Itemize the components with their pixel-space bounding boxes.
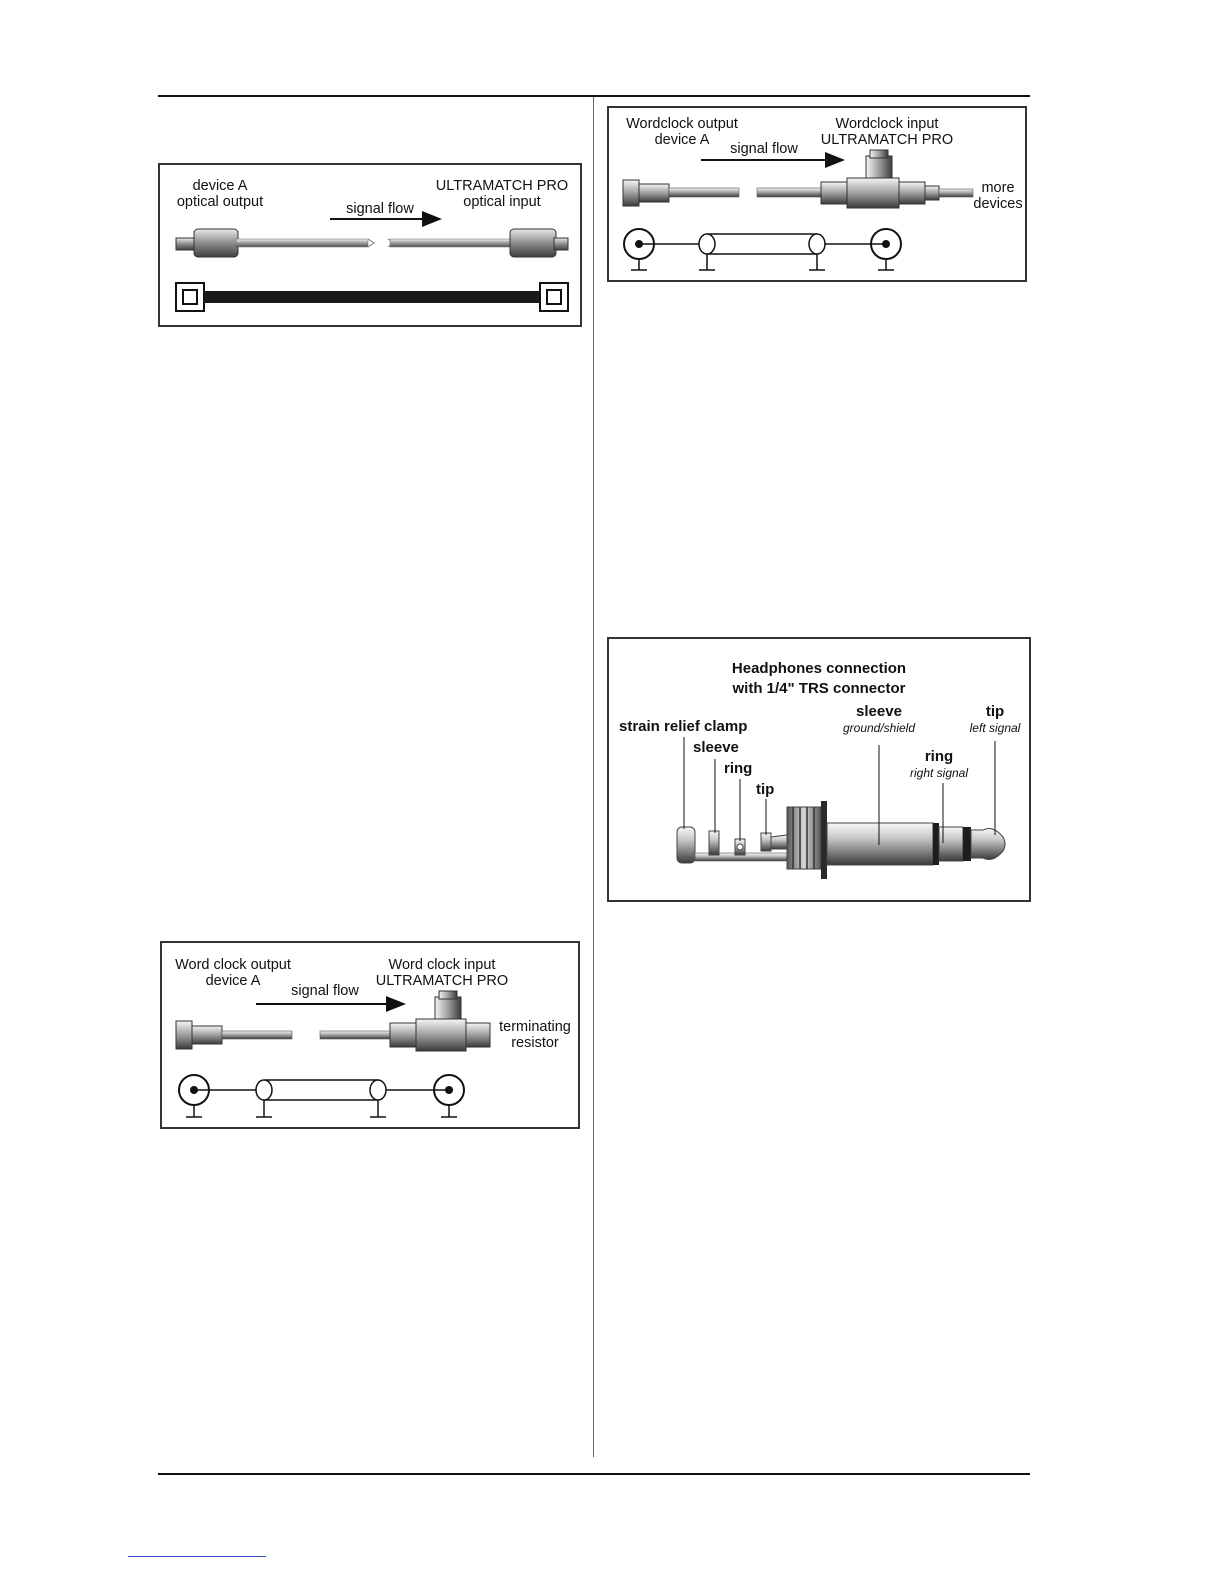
label-strain-relief: strain relief clamp (619, 718, 748, 735)
strain-relief-clamp-part (676, 826, 696, 864)
wordclock-chain-drawing (622, 149, 974, 271)
optical-cable-drawing (175, 211, 569, 312)
label-inner-tip: tip (756, 781, 775, 798)
arrow-head (422, 211, 442, 227)
terminating-resistor-part (465, 1022, 491, 1048)
optical-flow-label: signal flow (346, 201, 414, 217)
wordclock-terminated-drawing (175, 990, 491, 1118)
plug-sleeve (826, 822, 934, 866)
bnc-tee-connector (846, 177, 900, 209)
bnc-tee-connector-2 (415, 1018, 467, 1052)
top-rule (158, 95, 1030, 97)
bnc-plug-source (622, 179, 640, 207)
wc-chain-flow-label: signal flow (730, 141, 798, 157)
inner-sleeve-part (708, 830, 720, 856)
wc-term-flow-label: signal flow (291, 983, 359, 999)
optical-fiber-line (204, 291, 540, 303)
bottom-rule (158, 1473, 1030, 1475)
plug-tip (970, 828, 1006, 860)
inner-tip-part (760, 832, 772, 852)
footer-link-underline[interactable] (128, 1556, 266, 1557)
optical-plug-left (193, 228, 239, 258)
column-divider (593, 97, 594, 1457)
thread-part (786, 806, 822, 870)
label-inner-ring: ring (724, 760, 753, 777)
bnc-plug-source-2 (175, 1020, 193, 1050)
optical-port-right (539, 282, 569, 312)
label-inner-sleeve: sleeve (693, 739, 739, 756)
trs-plug-drawing (676, 737, 1006, 879)
optical-plug-right (509, 228, 557, 258)
